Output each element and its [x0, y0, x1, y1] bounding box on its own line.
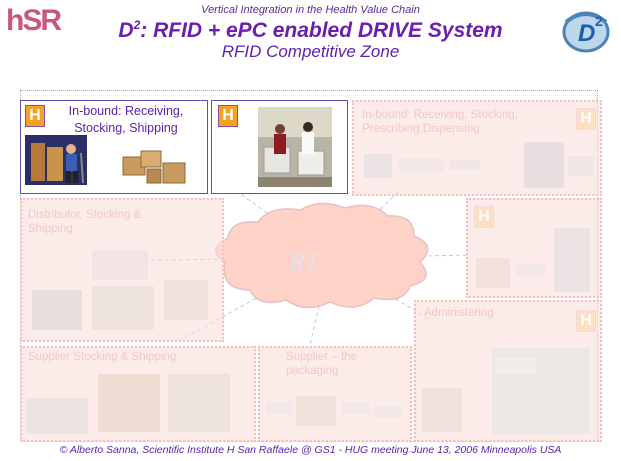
zone-title: RFID Competitive Zone [221, 42, 400, 61]
h-badge: H [576, 310, 596, 332]
footer-copyright: © Alberto Sanna, Scientific Institute H … [59, 444, 562, 456]
cardboard-boxes-image [122, 150, 186, 184]
rt3-label: RT3 [290, 248, 328, 276]
h-badge: H [474, 206, 494, 228]
pharmacy-images [364, 142, 594, 188]
hsr-logo: hSR [6, 4, 68, 38]
rt3-text: RT [290, 249, 321, 275]
panel-inbound-pharmacy-label: In-bound: Receiving, Stocking, Prescribi… [362, 109, 518, 135]
rt3-sup: 3 [320, 248, 328, 263]
rt3-cloud [215, 202, 429, 309]
h-badge: H [576, 108, 596, 130]
panel-supplier-stocking: Supplier Stocking & Shipping [20, 346, 256, 442]
panel-distributor: Distributor, Stocking & Shipping [20, 198, 224, 342]
d2-logo-sup: 2 [595, 13, 603, 29]
title-d: D [118, 19, 134, 42]
panel-distributor-label: Distributor, Stocking & Shipping [28, 209, 142, 235]
administering-images [422, 348, 590, 434]
distributor-images [32, 250, 208, 330]
h-badge: H [25, 105, 45, 127]
panel-administering: Administering H [414, 300, 602, 442]
warehouse-photo-image [258, 107, 332, 187]
worker-clipart-image [25, 135, 87, 185]
packaging-images [266, 396, 402, 426]
h-badge: H [218, 105, 238, 127]
panel-inbound-pharmacy: In-bound: Receiving, Stocking, Prescribi… [352, 100, 602, 196]
panel-supplier-packaging: Supplier – the packaging [258, 346, 412, 442]
panel-supplier-stocking-label: Supplier Stocking & Shipping [28, 351, 177, 363]
page-title: D2: RFID + ePC enabled DRIVE System [0, 18, 621, 43]
panel-inbound-receiving: H In-bound: Receiving, Stocking, Shippin… [20, 100, 208, 194]
d2-logo: D 2 [562, 11, 610, 53]
header-subtitle: Vertical Integration in the Health Value… [201, 4, 420, 16]
panel-right-upper: H [466, 198, 602, 298]
d2-logo-letter: D [578, 20, 595, 47]
panel-inbound-receiving-label: In-bound: Receiving, Stocking, Shipping [68, 104, 184, 135]
right-upper-images [476, 228, 590, 292]
hsr-logo-text: hSR [6, 4, 62, 37]
panel-supplier-packaging-label: Supplier – the packaging [286, 351, 357, 377]
title-sup: 2 [133, 18, 141, 32]
supplier-stocking-images [26, 374, 230, 434]
title-rest: : RFID + ePC enabled DRIVE System [140, 19, 503, 42]
panel-warehouse-photo: H [211, 100, 348, 194]
panel-administering-label: Administering [424, 307, 494, 319]
